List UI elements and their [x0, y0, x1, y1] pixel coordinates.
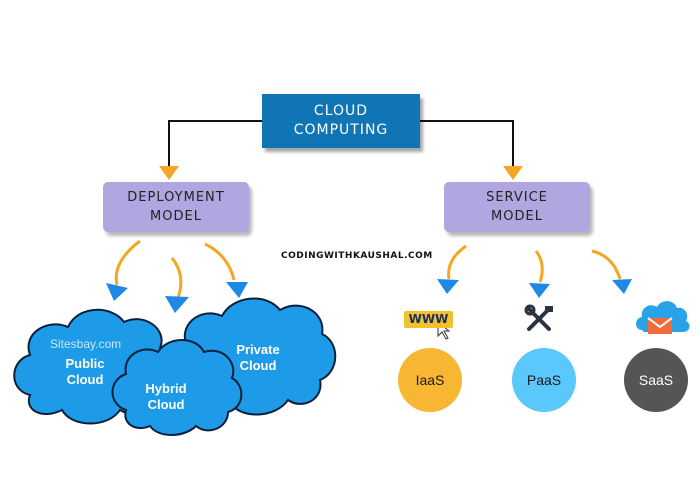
source-note: Sitesbay.com — [50, 337, 122, 351]
arrow-to-saas — [591, 249, 622, 280]
arrowhead-saas — [612, 279, 632, 294]
arrow-to-public-cloud — [114, 239, 141, 286]
hybrid-cloud-shape — [111, 339, 243, 436]
arrowhead-deployment — [159, 166, 179, 180]
www-icon: WWW — [404, 311, 453, 328]
connector-root-to-service — [420, 120, 514, 168]
arrowhead-iaas — [437, 279, 459, 294]
saas-label: SaaS — [638, 372, 674, 388]
paas-label: PaaS — [526, 372, 562, 388]
watermark-text: CODINGWITHKAUSHAL.COM — [281, 251, 433, 261]
paas-circle: PaaS — [512, 348, 576, 412]
service-model-node: SERVICE MODEL — [444, 182, 590, 232]
cloud-computing-node: CLOUD COMPUTING — [262, 94, 420, 148]
iaas-label: IaaS — [415, 372, 445, 388]
iaas-circle: IaaS — [398, 348, 462, 412]
arrowhead-private-cloud — [226, 282, 248, 298]
arrowhead-service — [503, 166, 523, 180]
private-cloud-label: Private Cloud — [236, 342, 280, 373]
arrow-to-iaas — [447, 244, 467, 280]
arrow-to-hybrid-cloud — [170, 257, 183, 299]
saas-circle: SaaS — [624, 348, 688, 412]
arrowhead-public-cloud — [106, 283, 128, 301]
connector-root-to-deployment — [168, 120, 262, 168]
arrow-to-paas — [534, 250, 544, 283]
arrowhead-paas — [529, 283, 550, 298]
tools-icon — [524, 304, 553, 331]
arrow-to-private-cloud — [204, 242, 236, 281]
public-cloud-label: Public Cloud — [65, 356, 105, 387]
cloud-mail-icon — [636, 301, 690, 334]
deployment-model-node: DEPLOYMENT MODEL — [103, 182, 249, 232]
arrowhead-hybrid-cloud — [165, 296, 189, 313]
hybrid-cloud-label: Hybrid Cloud — [145, 381, 187, 412]
